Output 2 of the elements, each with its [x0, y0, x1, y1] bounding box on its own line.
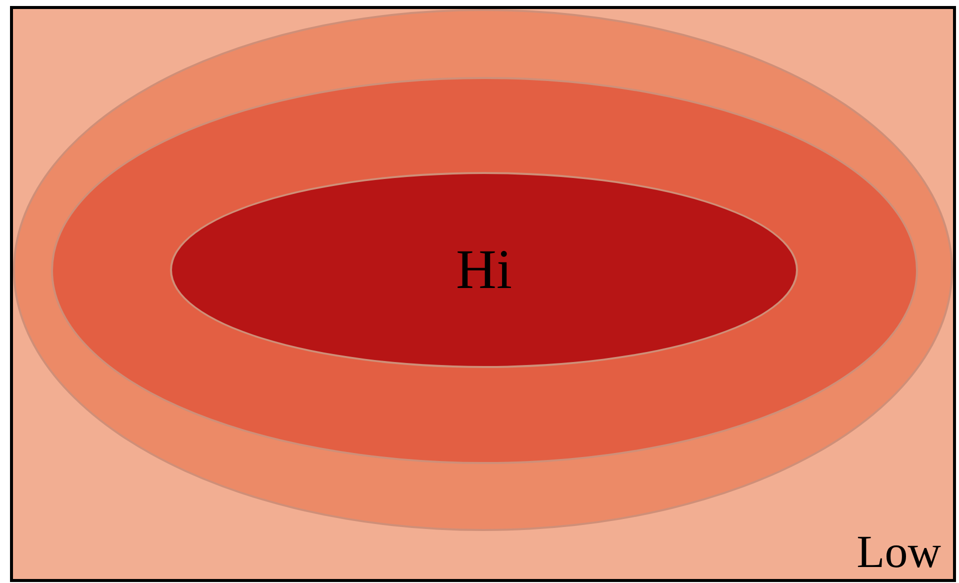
zone-label: Low [856, 529, 941, 575]
zone-label: Hi [456, 242, 512, 298]
